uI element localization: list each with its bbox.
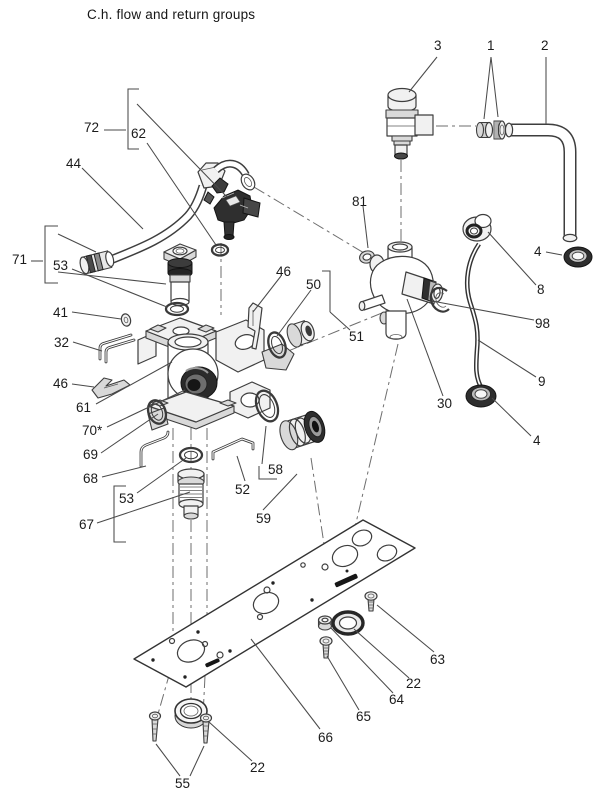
fittings-1 [475,120,507,140]
part-label-72: 72 [84,120,100,135]
adapter-67 [177,468,205,520]
bracket-51 [322,270,331,312]
o-ring-69 [146,399,168,425]
plate-marking [205,658,220,668]
nut-64 [317,615,333,631]
bracket-71 [44,225,58,284]
part-label-50: 50 [306,277,322,292]
part-label-46-right: 46 [276,264,292,279]
part-8 [462,213,492,242]
fork-clip-46 [247,302,263,350]
part-label-67: 67 [79,517,95,532]
mounting-plate-66 [133,519,416,688]
o-ring-58 [254,389,280,423]
part-label-22-right: 22 [406,676,422,691]
part-label-58: 58 [268,462,284,477]
part-label-8: 8 [537,282,545,297]
pipe-44 [79,159,256,275]
washer-22-right [331,610,365,636]
part-label-3: 3 [434,38,442,53]
flow-group-30 [358,241,444,340]
part-label-32: 32 [54,335,70,350]
part-label-66: 66 [318,730,334,745]
rod-52 [211,437,255,461]
part-label-46-left: 46 [53,376,69,391]
part-label-63: 63 [430,652,446,667]
screw-65 [319,636,333,659]
screw-63 [364,591,378,612]
bracket-67 [113,485,126,543]
clip-46-left [91,377,131,399]
part-label-44: 44 [66,156,82,171]
part-label-61: 61 [76,400,92,415]
circlip-98 [429,286,450,313]
wire-9 [465,242,484,389]
part-label-41: 41 [53,305,69,320]
cartridge-53 [163,243,197,307]
part-label-70: 70* [82,423,103,438]
part-label-1: 1 [487,38,495,53]
part-label-98: 98 [535,316,551,331]
pipe-2 [504,122,578,243]
part-label-4-bottom: 4 [533,433,541,448]
part-label-9: 9 [538,374,546,389]
bracket-58 [258,466,277,480]
part-label-81: 81 [352,194,368,209]
part-label-22-bottom: 22 [250,760,266,775]
part-label-68: 68 [83,471,99,486]
part-label-53-lower: 53 [119,491,135,506]
part-label-71: 71 [12,252,28,267]
o-ring-50 [267,331,287,359]
washer-4-bottom [465,384,497,408]
o-ring-53-lower [178,446,204,464]
o-ring-41 [120,313,132,327]
part-label-64: 64 [389,692,405,707]
part-label-62: 62 [131,126,147,141]
o-ring-62 [210,243,230,257]
screws-55 [148,711,213,744]
o-ring-53-upper [164,301,190,317]
part-label-69: 69 [83,447,99,462]
motorised-valve [203,177,261,240]
plate-marking [334,573,358,588]
plug-51 [286,320,315,348]
leader-lines [31,56,563,777]
rod-68 [139,430,170,468]
washer-22-bottom [174,698,208,729]
part-label-53-upper: 53 [53,258,69,273]
part-label-30: 30 [437,396,453,411]
pump-union-59 [279,410,326,451]
washer-4-top [563,246,593,268]
figure-title: C.h. flow and return groups [87,7,256,22]
part-label-65: 65 [356,709,372,724]
valve-3 [385,87,434,160]
bracket-72-62 [127,88,139,150]
part-label-52: 52 [235,482,251,497]
clip-32 [98,333,136,364]
part-label-55: 55 [175,776,191,791]
part-label-4-top: 4 [534,244,542,259]
part-label-51: 51 [349,329,365,344]
part-label-59: 59 [256,511,272,526]
part-label-2: 2 [541,38,549,53]
